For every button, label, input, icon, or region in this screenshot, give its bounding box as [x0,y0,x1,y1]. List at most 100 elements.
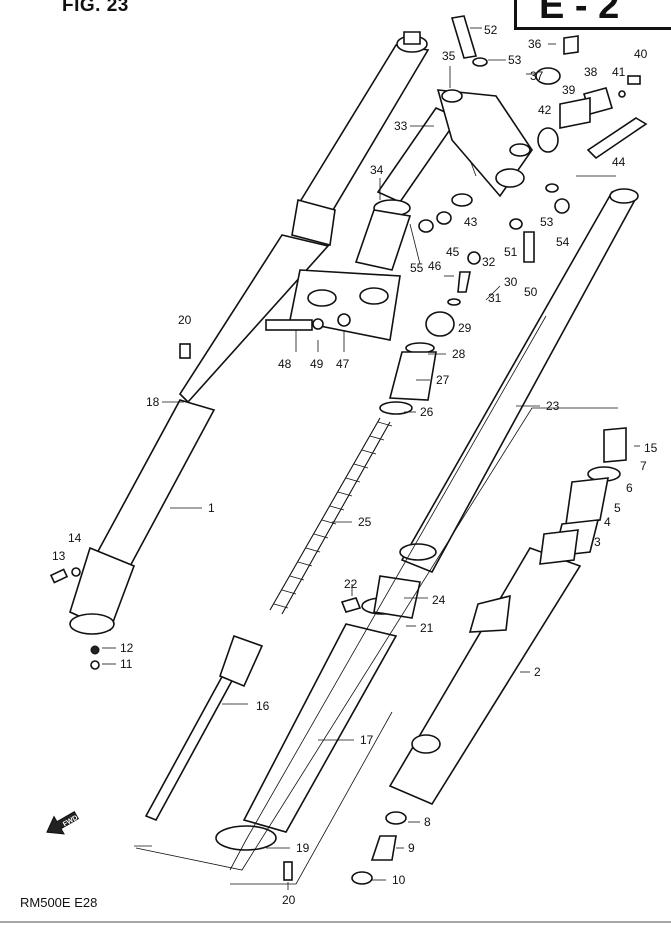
oil-seal [373,575,421,619]
stem-head-bolt [450,15,478,59]
callout-1: 1 [208,501,215,515]
callout-12: 12 [120,641,134,655]
callout-37: 37 [530,69,544,83]
lower-bracket-washer [312,318,324,330]
callout-20-bottom: 20 [282,893,296,907]
callout-14: 14 [68,531,82,545]
forward-arrow-icon: FWD [46,811,79,835]
callout-4: 4 [604,515,611,529]
callout-19: 19 [296,841,310,855]
callout-2: 2 [534,665,541,679]
callout-24: 24 [432,593,446,607]
callout-18: 18 [146,395,160,409]
callout-48: 48 [278,357,292,371]
dust-seal-stack [539,529,579,565]
callout-31: 31 [488,291,502,305]
callout-25: 25 [358,515,372,529]
boot-band-lower [215,825,277,851]
clamp-washer [545,183,559,193]
upper-bracket-hole [441,89,463,103]
left-drain-washer [90,645,100,655]
callout-55: 55 [410,261,424,275]
spring-seat [379,401,413,415]
callout-6: 6 [626,481,633,495]
left-outer-tube [94,399,216,572]
axle-clamp-washer [71,567,81,577]
lower-bracket-column [354,209,412,271]
callout-42: 42 [538,103,552,117]
stem-washer [436,211,452,225]
callout-13: 13 [52,549,66,563]
pinch-nut [509,218,523,230]
left-crown-joint [291,198,336,247]
clamp-nut [554,198,570,214]
callout-44: 44 [612,155,626,169]
right-fork-assembly [351,188,639,885]
handlebar-holder-bolt [586,117,648,160]
oil-lock-piece [603,427,627,463]
bracket-hole-right [359,287,389,305]
upper-bracket-clamp [495,168,525,188]
callout-40: 40 [634,47,648,61]
callout-36: 36 [528,37,542,51]
lower-bracket-nut [337,313,351,327]
fork-cap-bolt [425,311,455,337]
callout-33: 33 [394,119,408,133]
inner-parts-column [144,342,437,881]
leader-lines [102,27,640,890]
callout-32: 32 [482,255,496,269]
callout-15: 15 [644,441,658,455]
callout-46: 46 [428,259,442,273]
callout-22: 22 [344,577,358,591]
left-tube-top-nut [403,31,421,45]
forward-marker-text: FWD [62,814,79,828]
stem-head-washer [472,57,488,67]
callout-11: 11 [120,657,133,671]
handlebar-holder-cushion [535,67,561,85]
damper-bolt [370,835,397,861]
steering-stem-tube [376,106,460,204]
rebound-spring [218,634,264,688]
air-valve-o-ring [447,298,461,306]
callout-51: 51 [504,245,518,259]
callout-27: 27 [436,373,450,387]
right-tube-top [609,188,639,204]
callout-53-mid: 53 [540,215,554,229]
axle-clamp-bolt [49,568,69,584]
callout-38: 38 [584,65,598,79]
section-label-box: E - 2 [514,0,671,30]
callout-10: 10 [392,873,406,887]
callout-28: 28 [452,347,466,361]
callout-29: 29 [458,321,472,335]
part-callouts: 52 53 36 40 35 37 38 41 39 42 33 44 34 4… [52,23,658,907]
handlebar-holder-lower [559,97,591,129]
damper-cap [451,193,473,207]
callout-50: 50 [524,285,538,299]
air-valve-cap [467,251,481,265]
spacer-tube [388,351,437,401]
guide-lines [134,159,618,885]
callout-41: 41 [612,65,626,79]
left-drain-bolt [90,660,100,670]
callout-16: 16 [256,699,270,713]
seat-spring [565,477,609,525]
bracket-hole-left [307,289,337,307]
boot-clamp-screw [179,343,191,359]
boot-lower-screw [283,861,293,881]
boot-clamp-bolt [340,597,362,613]
callout-26: 26 [420,405,434,419]
callout-3: 3 [594,535,601,549]
cotter-pin [409,223,421,265]
upper-bracket-clamp-2 [509,143,531,157]
callout-23: 23 [546,399,560,413]
holder-bolt [627,75,641,85]
left-tube-bottom [69,613,115,635]
holder-washer [618,90,626,98]
air-valve [457,271,471,293]
right-outer-tube-boss [468,594,511,633]
drain-bolt [351,871,373,885]
callout-52: 52 [484,23,498,37]
holder-spacer [537,127,559,153]
